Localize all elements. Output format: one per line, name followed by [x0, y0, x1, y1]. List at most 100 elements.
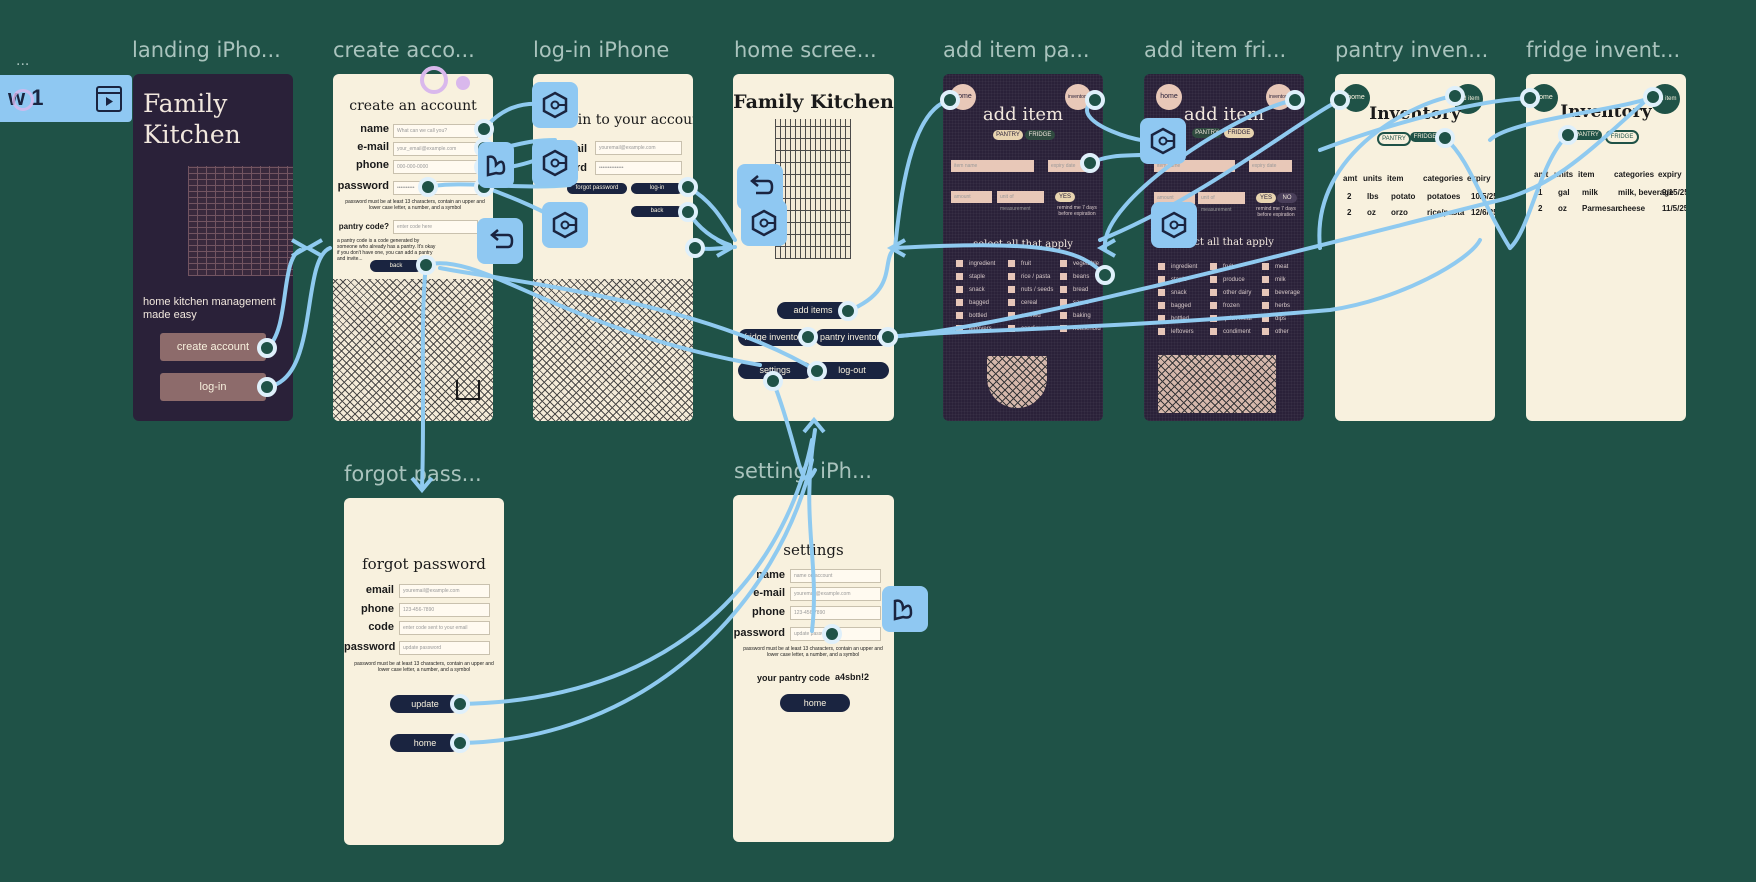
category-checkbox[interactable]: bread	[1060, 286, 1103, 299]
login-button[interactable]: log-in	[160, 373, 266, 401]
add-pantry-item-name-input[interactable]: item name	[951, 160, 1034, 172]
home-title: Family Kitchen	[733, 91, 894, 113]
frame-title-home[interactable]: home scree...	[734, 38, 877, 62]
fridge-inventory-screen[interactable]: home add item Inventory PANTRY FRIDGE am…	[1526, 74, 1686, 421]
category-checkbox[interactable]: bottled	[956, 312, 1008, 325]
settings-screen[interactable]: settings name e-mail phone password name…	[733, 495, 894, 842]
add-fridge-amount-input[interactable]: amount	[1154, 192, 1195, 204]
category-checkbox[interactable]: herbs	[1262, 302, 1304, 315]
add-fridge-expiry-input[interactable]: expiry date	[1249, 160, 1292, 172]
forgot-password-input[interactable]: update password	[399, 641, 490, 655]
create-back-button[interactable]: back	[370, 260, 422, 272]
category-checkbox[interactable]: cereal	[1008, 299, 1060, 312]
login-back-button[interactable]: back	[631, 206, 683, 217]
add-pantry-tab-fridge[interactable]: FRIDGE	[1025, 130, 1055, 140]
category-checkbox[interactable]: vegetable	[1060, 260, 1103, 273]
frame-title-landing[interactable]: landing iPho...	[132, 38, 281, 62]
frame-title-additem-fridge[interactable]: add item fri...	[1144, 38, 1287, 62]
create-account-button[interactable]: create account	[160, 333, 266, 361]
category-checkbox[interactable]: bagged	[1158, 302, 1210, 315]
add-fridge-remind-no[interactable]: NO	[1277, 193, 1297, 203]
category-checkbox[interactable]: meat	[1262, 263, 1304, 276]
category-checkbox[interactable]: ingredient	[956, 260, 1008, 273]
add-fridge-tab-fridge[interactable]: FRIDGE	[1224, 128, 1254, 138]
navigate-node-icon[interactable]	[741, 200, 787, 246]
category-checkbox[interactable]: other	[1262, 328, 1304, 341]
category-checkbox[interactable]: staple	[956, 273, 1008, 286]
pantry-inv-tab-pantry[interactable]: PANTRY	[1377, 132, 1411, 146]
smart-animate-icon[interactable]	[478, 142, 514, 188]
create-email-input[interactable]: your_email@example.com	[393, 142, 478, 156]
frame-title-fridge-inv[interactable]: fridge invent...	[1526, 38, 1681, 62]
category-checkbox[interactable]: fruit	[1008, 260, 1060, 273]
category-checkbox[interactable]: nuts / seeds	[1008, 286, 1060, 299]
forgot-home-button[interactable]: home	[390, 734, 460, 752]
play-frame-icon[interactable]	[96, 86, 122, 112]
category-checkbox[interactable]: beans	[1060, 273, 1103, 286]
navigate-node-icon[interactable]	[542, 202, 588, 248]
frame-title-create[interactable]: create acco...	[333, 38, 475, 62]
back-node-icon[interactable]	[477, 218, 523, 264]
category-checkbox[interactable]: rice / pasta	[1008, 273, 1060, 286]
frame-title-additem-pantry[interactable]: add item pa...	[943, 38, 1090, 62]
category-checkbox[interactable]: snack	[1158, 289, 1210, 302]
frame-title-pantry-inv[interactable]: pantry inven...	[1335, 38, 1489, 62]
login-password-input[interactable]: ••••••••••••••	[595, 161, 682, 175]
create-phone-input[interactable]: 000-000-0000	[393, 160, 478, 174]
fridge-inv-tab-fridge[interactable]: FRIDGE	[1605, 130, 1639, 144]
login-submit-button[interactable]: log-in	[631, 183, 683, 194]
landing-tagline: home kitchen management made easy	[143, 296, 276, 321]
category-checkbox[interactable]: snack	[956, 286, 1008, 299]
category-checkbox[interactable]: canned	[1008, 312, 1060, 325]
category-checkbox[interactable]: condiment	[1210, 328, 1262, 341]
add-fridge-tab-pantry[interactable]: PANTRY	[1192, 128, 1222, 138]
frame-title-login[interactable]: log-in iPhone	[533, 38, 670, 62]
category-checkbox[interactable]: household	[1060, 325, 1103, 338]
category-checkbox[interactable]: leftovers	[956, 325, 1008, 338]
category-checkbox[interactable]: milk	[1262, 276, 1304, 289]
pantry-inv-tab-fridge[interactable]: FRIDGE	[1410, 132, 1440, 142]
add-fridge-remind-yes[interactable]: YES	[1256, 193, 1276, 203]
forgot-code-input[interactable]: enter code sent to your email	[399, 621, 490, 635]
landing-screen[interactable]: Family Kitchen home kitchen management m…	[133, 74, 293, 421]
selection-handle-icon[interactable]	[420, 66, 448, 94]
login-email-input[interactable]: youremail@example.com	[595, 141, 682, 155]
forgot-phone-input[interactable]: 123-456-7890	[399, 603, 490, 617]
settings-home-button[interactable]: home	[780, 694, 850, 712]
category-checkbox[interactable]: beverage	[1262, 289, 1304, 302]
category-checkbox[interactable]: dips	[1262, 315, 1304, 328]
category-checkbox[interactable]: ingredient	[1158, 263, 1210, 276]
add-fridge-home-button[interactable]: home	[1156, 84, 1182, 110]
pantry-inventory-screen[interactable]: home add item Inventory PANTRY FRIDGE am…	[1335, 74, 1495, 421]
table-header: item	[1578, 170, 1595, 179]
navigate-node-icon[interactable]	[532, 140, 578, 186]
logout-button[interactable]: log-out	[815, 362, 889, 379]
flow-tag[interactable]: w 1	[0, 75, 132, 122]
category-checkbox[interactable]: leftovers	[1158, 328, 1210, 341]
table-cell: 2	[1538, 204, 1543, 213]
add-pantry-tab-pantry[interactable]: PANTRY	[993, 130, 1023, 140]
add-pantry-amount-input[interactable]: amount	[951, 191, 992, 203]
forgot-update-button[interactable]: update	[390, 695, 460, 713]
forgot-email-input[interactable]: youremail@example.com	[399, 584, 490, 598]
forgot-password-screen[interactable]: forgot password email phone code passwor…	[344, 498, 504, 845]
category-checkbox[interactable]: bagged	[956, 299, 1008, 312]
category-checkbox[interactable]: other dairy	[1210, 289, 1262, 302]
category-checkbox[interactable]: frozen	[1210, 302, 1262, 315]
navigate-node-icon[interactable]	[1140, 118, 1186, 164]
navigate-node-icon[interactable]	[532, 82, 578, 128]
create-account-screen[interactable]: create an account name e-mail phone pass…	[333, 74, 493, 421]
pantry-inventory-button[interactable]: pantry inventory	[815, 329, 889, 346]
category-checkbox[interactable]: baking	[1060, 312, 1103, 325]
smart-animate-icon[interactable]	[882, 586, 928, 632]
add-pantry-remind-yes[interactable]: YES	[1055, 192, 1075, 202]
navigate-node-icon[interactable]	[1151, 202, 1197, 248]
category-checkbox[interactable]: produce	[1210, 276, 1262, 289]
add-pantry-unit-input[interactable]: unit of measurement	[997, 191, 1044, 212]
forgot-password-link[interactable]: forgot password	[567, 183, 627, 194]
add-fridge-unit-input[interactable]: unit of measurement	[1198, 192, 1245, 213]
selection-handle-icon[interactable]	[456, 76, 470, 90]
add-items-button[interactable]: add items	[777, 302, 849, 319]
fridge-inv-tab-pantry[interactable]: PANTRY	[1572, 130, 1602, 140]
